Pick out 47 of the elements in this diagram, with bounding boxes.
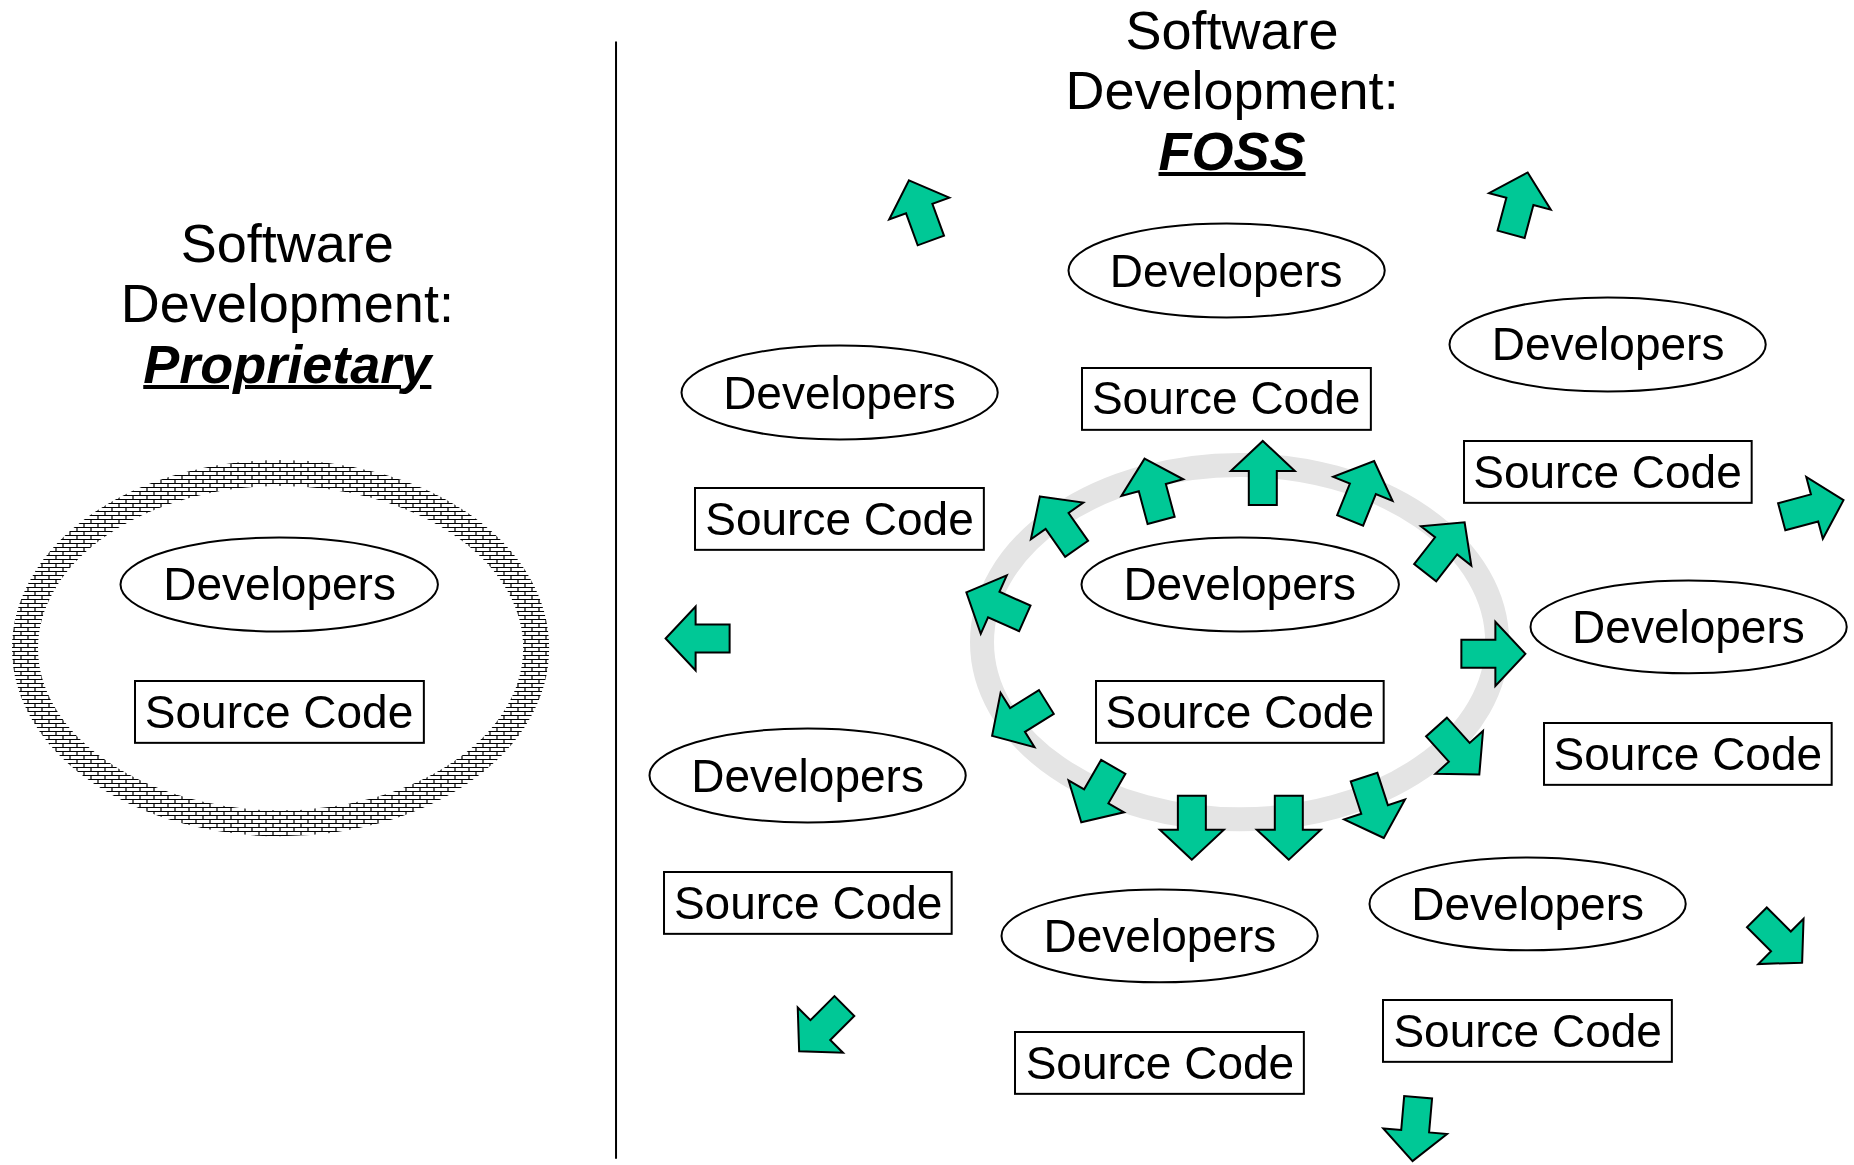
node-label: Source Code — [705, 496, 974, 543]
box-node — [133, 679, 425, 744]
node-label: Developers — [1491, 321, 1725, 368]
ellipse-node — [1368, 856, 1688, 952]
box-node — [1080, 366, 1372, 431]
node-label: Source Code — [1553, 731, 1823, 778]
block-arrow — [1412, 521, 1473, 583]
box-node — [1382, 999, 1674, 1063]
node-label: Source Code — [1393, 1008, 1662, 1055]
node-label: Source Code — [1025, 1039, 1295, 1086]
box-node — [1543, 722, 1833, 787]
node-label: Source Code — [144, 688, 414, 735]
ellipse-node — [679, 344, 1000, 441]
block-arrow — [1228, 439, 1298, 506]
node-label: Developers — [163, 561, 396, 608]
heading: Software Development: FOSS — [1064, 0, 1400, 182]
node-label: Source Code — [1091, 375, 1361, 422]
ellipse-node — [1528, 579, 1849, 676]
ellipse-node — [1079, 535, 1400, 633]
box-node — [1014, 1031, 1306, 1095]
block-arrow — [1119, 457, 1186, 526]
block-arrow — [1424, 716, 1485, 776]
box-node — [1094, 679, 1385, 744]
ellipse-node — [1448, 295, 1768, 393]
node-label: Developers — [1572, 604, 1805, 651]
node-label: Source Code — [1473, 448, 1742, 495]
block-arrow — [1341, 771, 1408, 840]
ellipse-node — [1000, 887, 1320, 984]
box-node — [663, 871, 953, 936]
brick-wall-ring — [10, 458, 550, 838]
block-arrow — [1029, 495, 1090, 559]
block-arrow — [1460, 619, 1527, 689]
block-arrow — [1066, 758, 1127, 824]
ellipse-node — [1066, 222, 1386, 320]
node-label: Source Code — [673, 880, 943, 927]
block-arrow — [1254, 794, 1324, 862]
ellipse-node — [119, 535, 440, 633]
node-label: Developers — [1123, 561, 1357, 608]
block-arrow — [990, 688, 1056, 749]
heading: Software Development: Proprietary — [119, 212, 455, 395]
box-node — [1462, 439, 1753, 504]
block-arrow — [1330, 459, 1395, 527]
block-arrow — [1157, 794, 1227, 862]
block-arrow — [965, 573, 1032, 637]
box-node — [694, 487, 985, 551]
ellipse-node — [647, 727, 968, 825]
node-label: Source Code — [1105, 688, 1374, 735]
